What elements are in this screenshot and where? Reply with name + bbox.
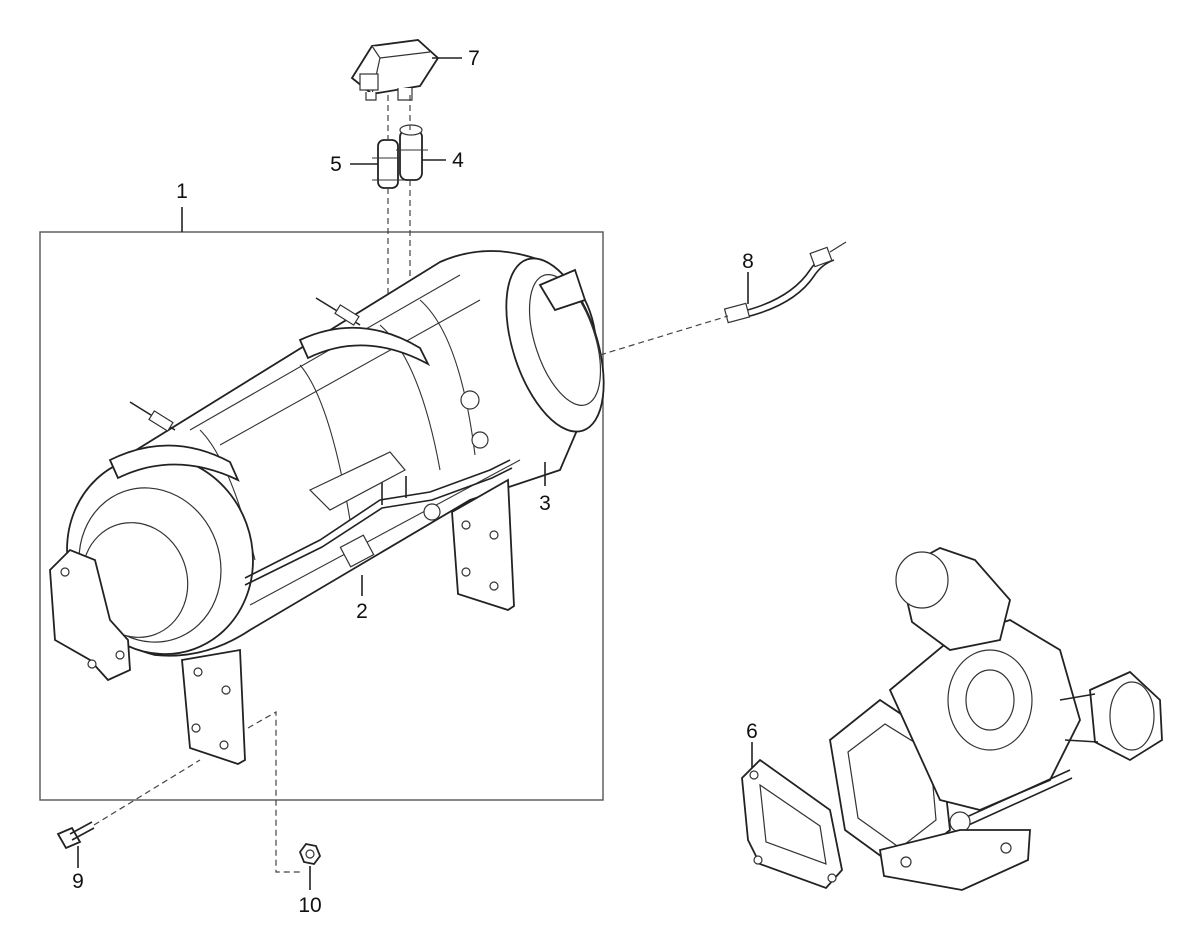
callout-6: 6 (746, 720, 758, 743)
callout-3: 3 (539, 492, 551, 515)
nut (298, 843, 322, 865)
callout-10: 10 (298, 894, 321, 917)
pressure-sensor (350, 39, 440, 101)
dpf-assembly (49, 250, 605, 765)
callout-2: 2 (356, 600, 368, 623)
callout-1: 1 (176, 180, 188, 203)
bolt (56, 821, 95, 850)
turbocharger-assembly (741, 547, 1163, 891)
temperature-sensor (723, 241, 847, 324)
hose-right (396, 124, 428, 181)
callout-8: 8 (742, 250, 754, 273)
callout-5: 5 (330, 153, 342, 176)
assembly-box (39, 231, 604, 801)
callout-7: 7 (468, 47, 480, 70)
callout-9: 9 (72, 870, 84, 893)
callout-4: 4 (452, 149, 464, 172)
